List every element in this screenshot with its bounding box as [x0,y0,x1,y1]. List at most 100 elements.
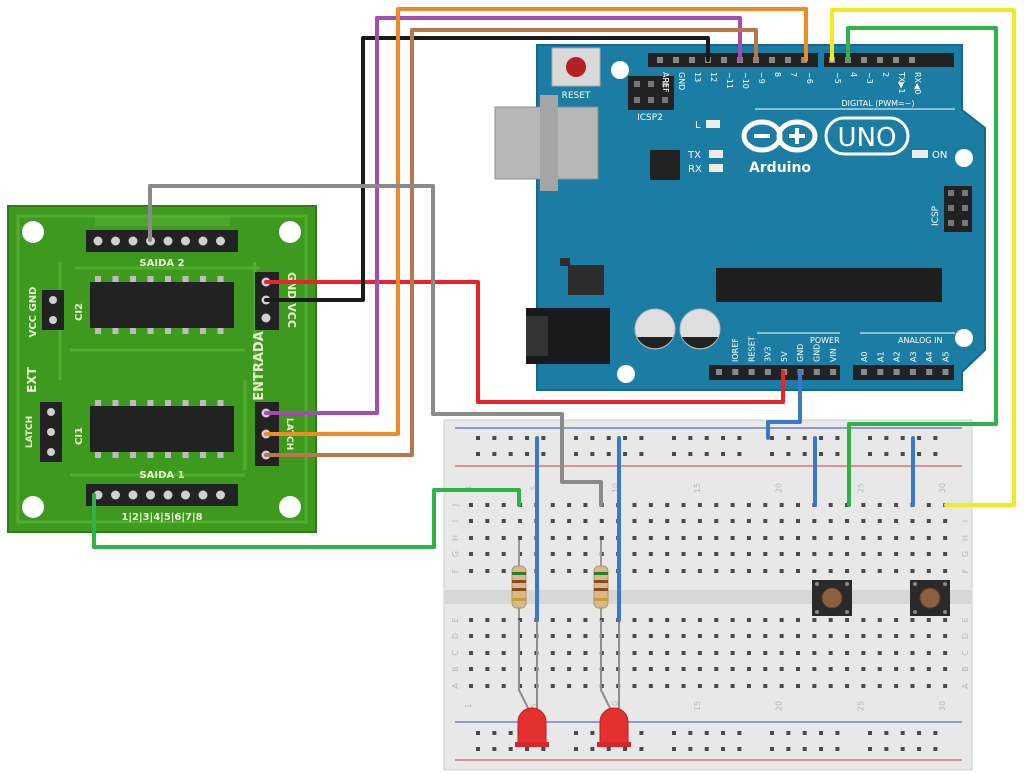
ci1-leg [217,400,224,406]
breadboard-hole [730,634,735,638]
breadboard-hole [910,618,915,622]
breadboard-hole [845,684,850,688]
breadboard-hole [648,536,653,540]
breadboard-hole [877,552,882,556]
breadboard-hole [599,519,604,523]
breadboard-hole [485,519,490,523]
breadboard-hole [583,618,588,622]
breadboard-hole [590,452,595,456]
digital-pin-label: GND [677,72,686,90]
column-number-bottom: 20 [775,701,784,711]
breadboard-hole [845,667,850,671]
digital-pin-hole [673,57,679,63]
breadboard-hole [550,552,555,556]
breadboard-hole [697,667,702,671]
breadboard-hole [730,552,735,556]
breadboard-hole [828,569,833,573]
breadboard-hole [590,731,595,735]
analog-header [853,365,954,380]
breadboard-hole [590,436,595,440]
row-letter-left: D [451,633,460,639]
icsp2-header [628,76,674,110]
breadboard-hole [469,552,473,556]
breadboard-hole [763,634,768,638]
breadboard-hole [639,747,644,751]
ci2-leg [95,328,101,334]
saida1-pin [146,490,155,500]
breadboard-hole [812,634,817,638]
ci2-leg [147,328,154,334]
column-number-top: 5 [529,485,538,490]
breadboard-hole [541,436,546,440]
breadboard-hole [583,667,588,671]
breadboard-hole [485,684,490,688]
digital-pin-hole [861,57,867,63]
breadboard-hole [681,552,686,556]
breadboard-hole [567,503,572,507]
breadboard-hole [796,634,800,638]
breadboard-hole [796,618,800,622]
breadboard-hole [485,569,490,573]
breadboard-hole [567,634,572,638]
ci1-leg [165,452,171,458]
ci1-leg [200,452,206,458]
breadboard-hole [877,651,882,655]
reset-label: RESET [562,91,591,101]
breadboard-hole [917,452,922,456]
breadboard-hole [697,519,702,523]
saida1-header [86,484,238,506]
analog-pin-hole [909,369,916,375]
breadboard-hole [639,731,644,735]
breadboard-hole [884,747,889,751]
ci2-leg [182,276,189,282]
breadboard-hole [508,436,513,440]
analog-pin-label: A0 [860,351,869,362]
breadboard-hole [583,536,588,540]
breadboard-hole [697,503,702,507]
blue-wire-gnd [766,370,802,440]
breadboard-hole [550,569,555,573]
breadboard-hole [583,569,588,573]
breadboard-hole [868,436,872,440]
row-letter-left: H [451,535,460,541]
breadboard-hole [796,503,800,507]
ci2-leg [182,328,189,334]
breadboard-hole [884,452,889,456]
breadboard-hole [779,667,784,671]
digital-pin-label: ~6 [805,72,814,84]
breadboard-hole [583,552,588,556]
breadboard-hole [933,731,938,735]
breadboard-hole [779,536,784,540]
breadboard-hole [721,747,726,751]
breadboard-hole [714,552,719,556]
breadboard-hole [688,436,693,440]
breadboard-hole [894,519,899,523]
breadboard-hole [933,747,938,751]
breadboard-hole [623,452,628,456]
breadboard-hole [665,552,670,556]
breadboard-hole [590,747,595,751]
mounting-hole [955,329,973,347]
breadboard-hole [567,519,572,523]
breadboard-hole [763,503,768,507]
breadboard-hole [763,651,768,655]
mounting-hole [611,61,629,79]
breadboard-hole [796,651,800,655]
ci1-leg [95,452,101,458]
ci2-leg [165,328,171,334]
breadboard-hole [943,651,948,655]
breadboard-hole [877,618,882,622]
mounting-hole [955,149,973,167]
ci2-leg [112,276,119,282]
breadboard-hole [779,651,784,655]
power-pin-label: 3V3 [764,346,773,362]
breadboard-hole [476,731,480,735]
breadboard-hole [828,618,833,622]
saida1-pin [181,490,190,500]
breadboard-hole [779,569,784,573]
breadboard-hole [894,667,899,671]
breadboard-hole [796,552,800,556]
breadboard-hole [648,519,653,523]
breadboard-hole [730,618,735,622]
